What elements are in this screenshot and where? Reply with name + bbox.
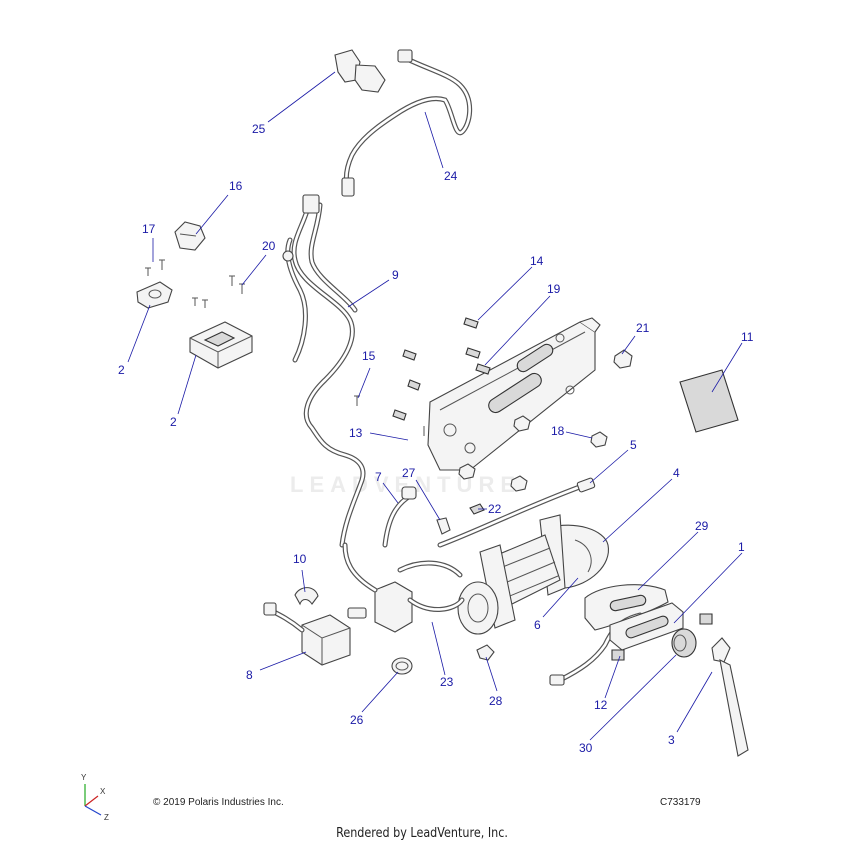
- winch-4: [457, 514, 609, 635]
- solenoid-23: [342, 542, 465, 633]
- callout-14[interactable]: 14: [530, 254, 544, 268]
- callout-24[interactable]: 24: [444, 169, 458, 183]
- callout-5[interactable]: 5: [630, 438, 637, 452]
- callout-23[interactable]: 23: [440, 675, 454, 689]
- bolts-12: [611, 613, 713, 661]
- callout-2-bracket[interactable]: 2: [118, 363, 125, 377]
- cable-5: [437, 477, 596, 548]
- contactor-8: [263, 602, 351, 666]
- callout-17[interactable]: 17: [142, 222, 156, 236]
- callout-15[interactable]: 15: [362, 349, 376, 363]
- callout-4[interactable]: 4: [673, 466, 680, 480]
- bolts-14-19: [392, 317, 491, 436]
- callout-6[interactable]: 6: [534, 618, 541, 632]
- bolt-22: [469, 503, 485, 515]
- x-axis-line: [84, 795, 99, 807]
- connector-25: [334, 49, 386, 93]
- callout-2-controller[interactable]: 2: [170, 415, 177, 429]
- callout-1[interactable]: 1: [738, 540, 745, 554]
- drawing-number: C733179: [660, 797, 701, 808]
- callout-13[interactable]: 13: [349, 426, 363, 440]
- ring-26: [391, 657, 413, 675]
- callout-11[interactable]: 11: [741, 330, 754, 344]
- cable-7: [382, 486, 417, 548]
- callout-numbers: 1 2 2 3 4 5 6 7 8 9 10 11 12 13 14 15 16…: [118, 122, 754, 755]
- callout-8[interactable]: 8: [246, 668, 253, 682]
- screw-17: [145, 259, 165, 276]
- callout-10[interactable]: 10: [293, 552, 307, 566]
- callout-9[interactable]: 9: [392, 268, 399, 282]
- callout-30[interactable]: 30: [579, 741, 593, 755]
- stopper-30: [671, 628, 697, 658]
- callout-16[interactable]: 16: [229, 179, 243, 193]
- copyright-notice: © 2019 Polaris Industries Inc.: [153, 797, 284, 808]
- clip-10: [294, 587, 319, 606]
- leader-lines: [127, 71, 743, 741]
- axis-label-z: Z: [104, 813, 109, 822]
- callout-26[interactable]: 26: [350, 713, 364, 727]
- clip-28: [476, 644, 495, 661]
- nuts-18: [458, 415, 608, 492]
- nut-21: [613, 349, 633, 369]
- callout-18[interactable]: 18: [551, 424, 565, 438]
- callout-22[interactable]: 22: [488, 502, 502, 516]
- bolt-15: [354, 395, 360, 406]
- callout-27[interactable]: 27: [402, 466, 416, 480]
- axis-label-y: Y: [81, 773, 87, 782]
- callout-21[interactable]: 21: [636, 321, 650, 335]
- z-axis-line: [84, 805, 102, 816]
- rendered-by-credit: Rendered by LeadVenture, Inc.: [336, 826, 508, 841]
- callout-20[interactable]: 20: [262, 239, 276, 253]
- screws-20: [229, 275, 245, 294]
- callout-19[interactable]: 19: [547, 282, 561, 296]
- switch-16: [174, 221, 206, 251]
- plate-29: [584, 584, 669, 631]
- axis-triad: Y X Z: [81, 773, 109, 822]
- mounting-plate-14-19: [427, 317, 601, 471]
- bracket-2-upper: [136, 281, 173, 309]
- callout-29[interactable]: 29: [695, 519, 709, 533]
- callout-12[interactable]: 12: [594, 698, 608, 712]
- controller-2: [189, 297, 253, 369]
- callout-28[interactable]: 28: [489, 694, 503, 708]
- axis-label-x: X: [100, 787, 106, 796]
- callout-7[interactable]: 7: [375, 470, 382, 484]
- harness-9: [282, 194, 366, 548]
- clip-27: [436, 517, 451, 535]
- label-11: [679, 369, 739, 433]
- callout-25[interactable]: 25: [252, 122, 266, 136]
- hook-strap-3: [711, 637, 749, 757]
- callout-3[interactable]: 3: [668, 733, 675, 747]
- harness-24: [341, 49, 473, 197]
- fairlead-1: [609, 602, 684, 651]
